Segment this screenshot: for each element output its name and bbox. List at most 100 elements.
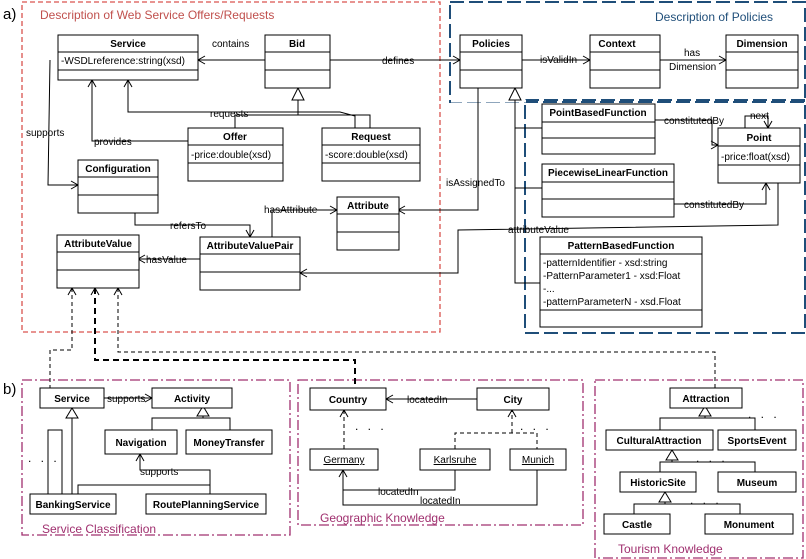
web-service-region xyxy=(21,1,441,333)
service-generalization-triangle xyxy=(65,407,79,419)
label-has: has xyxy=(684,48,700,59)
label-has-attribute: hasAttribute xyxy=(264,205,318,216)
class-dimension: Dimension xyxy=(725,34,799,89)
label-constituted-by-2: constitutedBy xyxy=(684,200,744,211)
pattern-attr-3: -... xyxy=(543,284,555,295)
context-class-name: Context xyxy=(598,39,636,50)
sc-label-supports-1: supports xyxy=(107,394,145,405)
svg-text:RoutePlanningService: RoutePlanningService xyxy=(153,500,260,511)
class-point: Point -price:float(xsd) xyxy=(717,127,801,184)
svg-text:Castle: Castle xyxy=(622,520,652,531)
label-contains: contains xyxy=(212,39,249,50)
svg-text:HistoricSite: HistoricSite xyxy=(630,478,686,489)
refers-to-connector xyxy=(134,213,251,237)
svg-text:Munich: Munich xyxy=(522,455,554,466)
svg-text:City: City xyxy=(504,395,523,406)
svg-text:MoneyTransfer: MoneyTransfer xyxy=(193,438,264,449)
sc-money-transfer: MoneyTransfer xyxy=(185,429,273,455)
svg-text:Museum: Museum xyxy=(737,478,778,489)
label-is-assigned-to: isAssignedTo xyxy=(446,178,505,189)
offer-class-name: Offer xyxy=(223,132,247,143)
instance-link-attraction xyxy=(117,288,716,388)
class-request: Request -score:double(xsd) xyxy=(321,127,421,182)
geo-karlsruhe: Karlsruhe xyxy=(419,448,491,471)
panel-label-b: b) xyxy=(3,381,16,398)
tour-dots-1: . . . xyxy=(748,407,780,421)
panel-label-a: a) xyxy=(3,6,16,23)
class-pattern-based-function: PatternBasedFunction -patternIdentifier … xyxy=(539,236,703,328)
label-attribute-value: attributeValue xyxy=(508,225,569,236)
geo-label-located-in-3: locatedIn xyxy=(420,496,461,507)
svg-text:Service: Service xyxy=(54,394,90,405)
is-assigned-to-connector xyxy=(398,80,479,211)
class-attribute-value-pair: AttributeValuePair xyxy=(199,236,301,291)
svg-text:Germany: Germany xyxy=(323,455,364,466)
pattern-based-function-class-name: PatternBasedFunction xyxy=(568,241,675,252)
label-provides: provides xyxy=(94,137,132,148)
geo-label-located-in-1: locatedIn xyxy=(407,395,448,406)
sc-label-supports-2: supports xyxy=(140,467,178,478)
label-requests: requests xyxy=(210,109,248,120)
label-is-valid-in: isValidIn xyxy=(540,55,577,66)
cultural-generalization-connector xyxy=(659,461,756,472)
service-classification-region xyxy=(21,379,291,536)
class-attribute: Attribute xyxy=(336,196,400,251)
svg-text:Monument: Monument xyxy=(724,520,775,531)
class-policies: Policies xyxy=(459,34,523,89)
class-attribute-value: AttributeValue xyxy=(56,234,140,289)
svg-text:Navigation: Navigation xyxy=(115,438,166,449)
geo-located-in-connector-2 xyxy=(342,470,456,491)
svg-text:BankingService: BankingService xyxy=(35,500,110,511)
historic-generalization-connector xyxy=(633,503,741,514)
request-class-name: Request xyxy=(351,132,391,143)
request-class-attr: -score:double(xsd) xyxy=(325,150,408,161)
sc-supports-connector-2 xyxy=(139,454,211,494)
service-generalization-connector xyxy=(47,429,63,494)
class-bid: Bid xyxy=(264,34,331,89)
instance-link-service xyxy=(49,288,73,388)
bid-class-name: Bid xyxy=(289,39,305,50)
label-supports: supports xyxy=(26,128,64,139)
tour-cultural-attraction: CulturalAttraction xyxy=(605,429,714,451)
class-context: Context xyxy=(589,34,661,89)
attribute-value-class-name: AttributeValue xyxy=(64,239,132,250)
geo-city: City xyxy=(476,387,550,411)
city-instance-connector xyxy=(454,432,538,449)
service-class-name: Service xyxy=(110,39,146,50)
attribute-value-pair-class-name: AttributeValuePair xyxy=(207,241,294,252)
geo-label-located-in-2: locatedIn xyxy=(378,487,419,498)
geo-located-in-connector-3 xyxy=(342,470,538,506)
pattern-attr-1: -patternIdentifier - xsd:string xyxy=(543,258,668,269)
tourism-title: Tourism Knowledge xyxy=(618,542,723,556)
pattern-attr-2: -PatternParameter1 - xsd:Float xyxy=(543,271,680,282)
geo-germany: Germany xyxy=(309,448,379,471)
svg-text:Karlsruhe: Karlsruhe xyxy=(434,455,477,466)
svg-text:SportsEvent: SportsEvent xyxy=(728,436,788,447)
sc-route-planning-service: RoutePlanningService xyxy=(145,493,267,515)
label-refers-to: refersTo xyxy=(170,221,207,232)
point-class-name: Point xyxy=(747,133,773,144)
sc-navigation: Navigation xyxy=(104,429,178,455)
has-attribute-connector xyxy=(271,209,337,237)
class-service: Service -WSDLreference:string(xsd) xyxy=(57,34,199,81)
piecewise-linear-function-class-name: PiecewiseLinearFunction xyxy=(548,168,668,179)
sc-dots: . . . xyxy=(28,451,60,465)
dimension-class-name: Dimension xyxy=(736,39,787,50)
class-offer: Offer -price:double(xsd) xyxy=(187,127,284,182)
geo-dots-1: . . . xyxy=(355,419,387,433)
label-next: next xyxy=(750,111,769,122)
tour-attraction: Attraction xyxy=(669,387,743,409)
service-class-attr: -WSDLreference:string(xsd) xyxy=(61,56,185,67)
supports-connector xyxy=(47,59,78,186)
service-classification-title: Service Classification xyxy=(42,522,156,536)
tour-castle: Castle xyxy=(603,513,671,535)
geo-country: Country xyxy=(309,387,387,411)
policies-generalization-connector xyxy=(514,127,542,284)
policies-region-bottom xyxy=(524,99,806,334)
svg-text:Country: Country xyxy=(329,395,368,406)
geo-munich: Munich xyxy=(509,448,567,471)
label-defines: defines xyxy=(382,56,414,67)
policies-class-name: Policies xyxy=(472,39,510,50)
attribute-value-connector xyxy=(300,183,779,274)
svg-text:CulturalAttraction: CulturalAttraction xyxy=(617,436,702,447)
